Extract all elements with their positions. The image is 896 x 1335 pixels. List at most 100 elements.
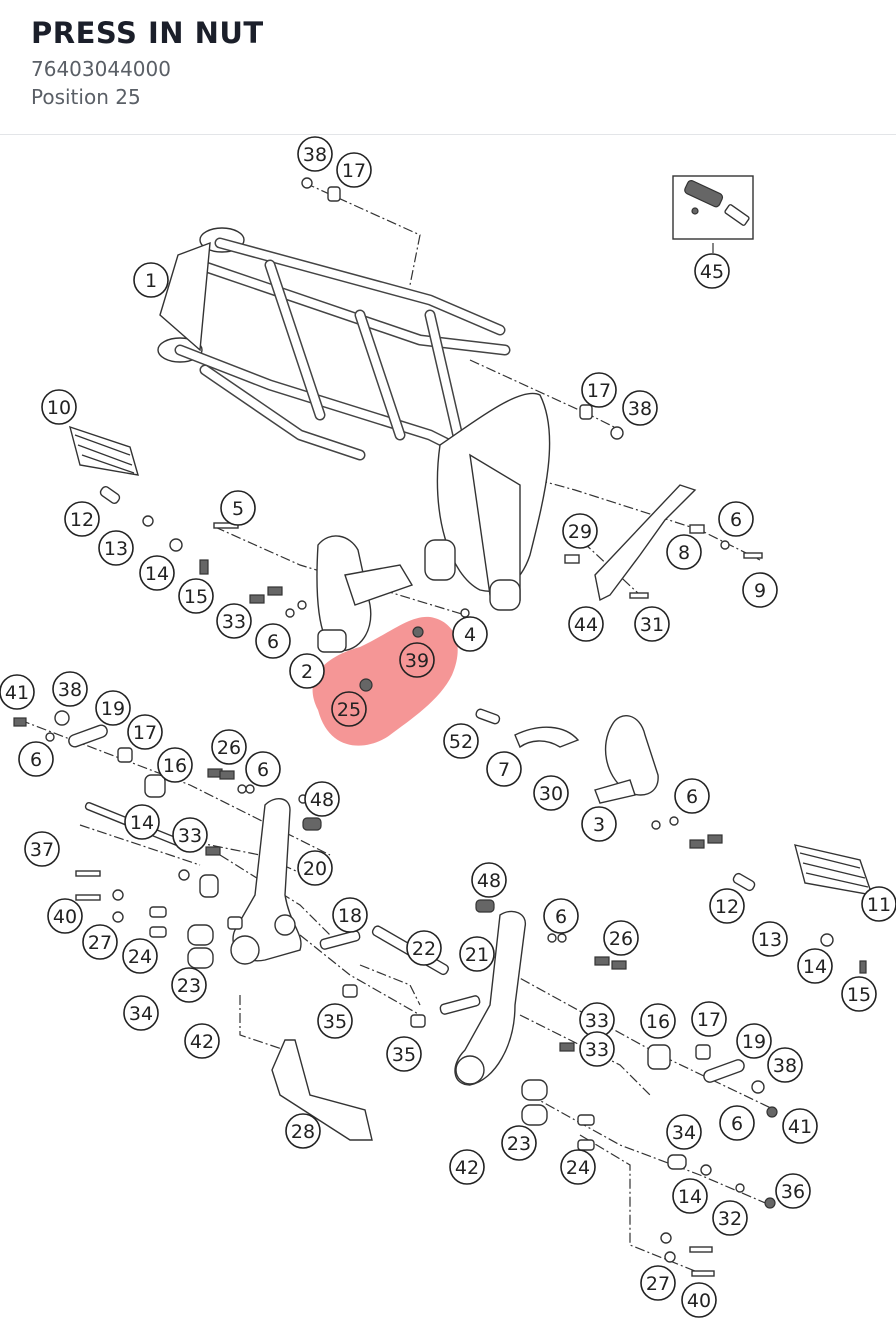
callout-6[interactable]: 6 [18, 741, 54, 777]
callout-42[interactable]: 42 [184, 1023, 220, 1059]
callout-circle [245, 751, 281, 787]
callout-13[interactable]: 13 [752, 921, 788, 957]
callout-38[interactable]: 38 [297, 136, 333, 172]
callout-circle [579, 1031, 615, 1067]
callout-circle [443, 723, 479, 759]
callout-16[interactable]: 16 [157, 747, 193, 783]
callout-35[interactable]: 35 [317, 1003, 353, 1039]
callout-21[interactable]: 21 [459, 936, 495, 972]
callout-6[interactable]: 6 [543, 898, 579, 934]
callout-circle [220, 490, 256, 526]
callout-28[interactable]: 28 [285, 1113, 321, 1149]
callout-33[interactable]: 33 [216, 603, 252, 639]
callout-16[interactable]: 16 [640, 1003, 676, 1039]
callout-27[interactable]: 27 [640, 1265, 676, 1301]
callout-25[interactable]: 25 [331, 691, 367, 727]
callout-3[interactable]: 3 [581, 806, 617, 842]
callout-26[interactable]: 26 [603, 920, 639, 956]
callout-number: 39 [405, 650, 429, 672]
callout-33[interactable]: 33 [172, 817, 208, 853]
callout-14[interactable]: 14 [672, 1178, 708, 1214]
callout-32[interactable]: 32 [712, 1200, 748, 1236]
callout-45[interactable]: 45 [694, 253, 730, 289]
callout-number: 33 [222, 611, 246, 633]
callout-8[interactable]: 8 [666, 534, 702, 570]
callout-31[interactable]: 31 [634, 606, 670, 642]
callout-10[interactable]: 10 [41, 389, 77, 425]
callout-23[interactable]: 23 [171, 967, 207, 1003]
callout-34[interactable]: 34 [666, 1114, 702, 1150]
callout-circle [406, 930, 442, 966]
callout-38[interactable]: 38 [52, 671, 88, 707]
callout-37[interactable]: 37 [24, 831, 60, 867]
callout-48[interactable]: 48 [304, 781, 340, 817]
callout-6[interactable]: 6 [719, 1105, 755, 1141]
callout-circle [41, 389, 77, 425]
callout-41[interactable]: 41 [0, 674, 35, 710]
callout-6[interactable]: 6 [245, 751, 281, 787]
callout-6[interactable]: 6 [255, 623, 291, 659]
callout-13[interactable]: 13 [98, 530, 134, 566]
callout-12[interactable]: 12 [64, 501, 100, 537]
callout-number: 24 [566, 1157, 590, 1179]
callout-17[interactable]: 17 [691, 1001, 727, 1037]
bracket-plate [271, 1039, 373, 1141]
callout-9[interactable]: 9 [742, 572, 778, 608]
exploded-parts-diagram: 3817451173810121314155296894431336423925… [0, 136, 896, 1318]
callout-6[interactable]: 6 [718, 501, 754, 537]
callout-6[interactable]: 6 [674, 778, 710, 814]
callout-12[interactable]: 12 [709, 888, 745, 924]
callout-17[interactable]: 17 [127, 714, 163, 750]
bracket-right [594, 715, 659, 804]
callout-48[interactable]: 48 [471, 862, 507, 898]
callout-number: 19 [101, 698, 125, 720]
callout-23[interactable]: 23 [501, 1125, 537, 1161]
callout-42[interactable]: 42 [449, 1149, 485, 1185]
callout-52[interactable]: 52 [443, 723, 479, 759]
callout-38[interactable]: 38 [767, 1047, 803, 1083]
callout-40[interactable]: 40 [47, 898, 83, 934]
callout-5[interactable]: 5 [220, 490, 256, 526]
callout-41[interactable]: 41 [782, 1108, 818, 1144]
callout-39[interactable]: 39 [399, 642, 435, 678]
callout-2[interactable]: 2 [289, 653, 325, 689]
callout-circle [736, 1023, 772, 1059]
callout-11[interactable]: 11 [861, 886, 896, 922]
callout-number: 32 [718, 1208, 742, 1230]
callout-19[interactable]: 19 [736, 1023, 772, 1059]
callout-30[interactable]: 30 [533, 775, 569, 811]
callout-number: 41 [5, 682, 29, 704]
callout-34[interactable]: 34 [123, 995, 159, 1031]
callout-36[interactable]: 36 [775, 1173, 811, 1209]
callout-29[interactable]: 29 [562, 513, 598, 549]
callout-14[interactable]: 14 [124, 804, 160, 840]
callout-24[interactable]: 24 [122, 938, 158, 974]
callout-number: 18 [338, 905, 362, 927]
callout-number: 10 [47, 397, 71, 419]
callout-circle [782, 1108, 818, 1144]
callout-20[interactable]: 20 [297, 850, 333, 886]
callout-14[interactable]: 14 [139, 555, 175, 591]
callout-27[interactable]: 27 [82, 924, 118, 960]
callout-40[interactable]: 40 [681, 1282, 717, 1318]
callout-19[interactable]: 19 [95, 690, 131, 726]
callout-24[interactable]: 24 [560, 1149, 596, 1185]
callout-4[interactable]: 4 [452, 616, 488, 652]
callout-15[interactable]: 15 [841, 976, 877, 1012]
callout-26[interactable]: 26 [211, 729, 247, 765]
callout-17[interactable]: 17 [336, 152, 372, 188]
callout-1[interactable]: 1 [133, 262, 169, 298]
callout-circle [841, 976, 877, 1012]
callout-22[interactable]: 22 [406, 930, 442, 966]
callout-circle [501, 1125, 537, 1161]
callout-38[interactable]: 38 [622, 390, 658, 426]
callout-14[interactable]: 14 [797, 948, 833, 984]
callout-18[interactable]: 18 [332, 897, 368, 933]
callout-15[interactable]: 15 [178, 578, 214, 614]
callout-44[interactable]: 44 [568, 606, 604, 642]
callout-7[interactable]: 7 [486, 751, 522, 787]
callout-33[interactable]: 33 [579, 1031, 615, 1067]
callout-35[interactable]: 35 [386, 1036, 422, 1072]
callout-17[interactable]: 17 [581, 372, 617, 408]
callout-number: 42 [190, 1031, 214, 1053]
